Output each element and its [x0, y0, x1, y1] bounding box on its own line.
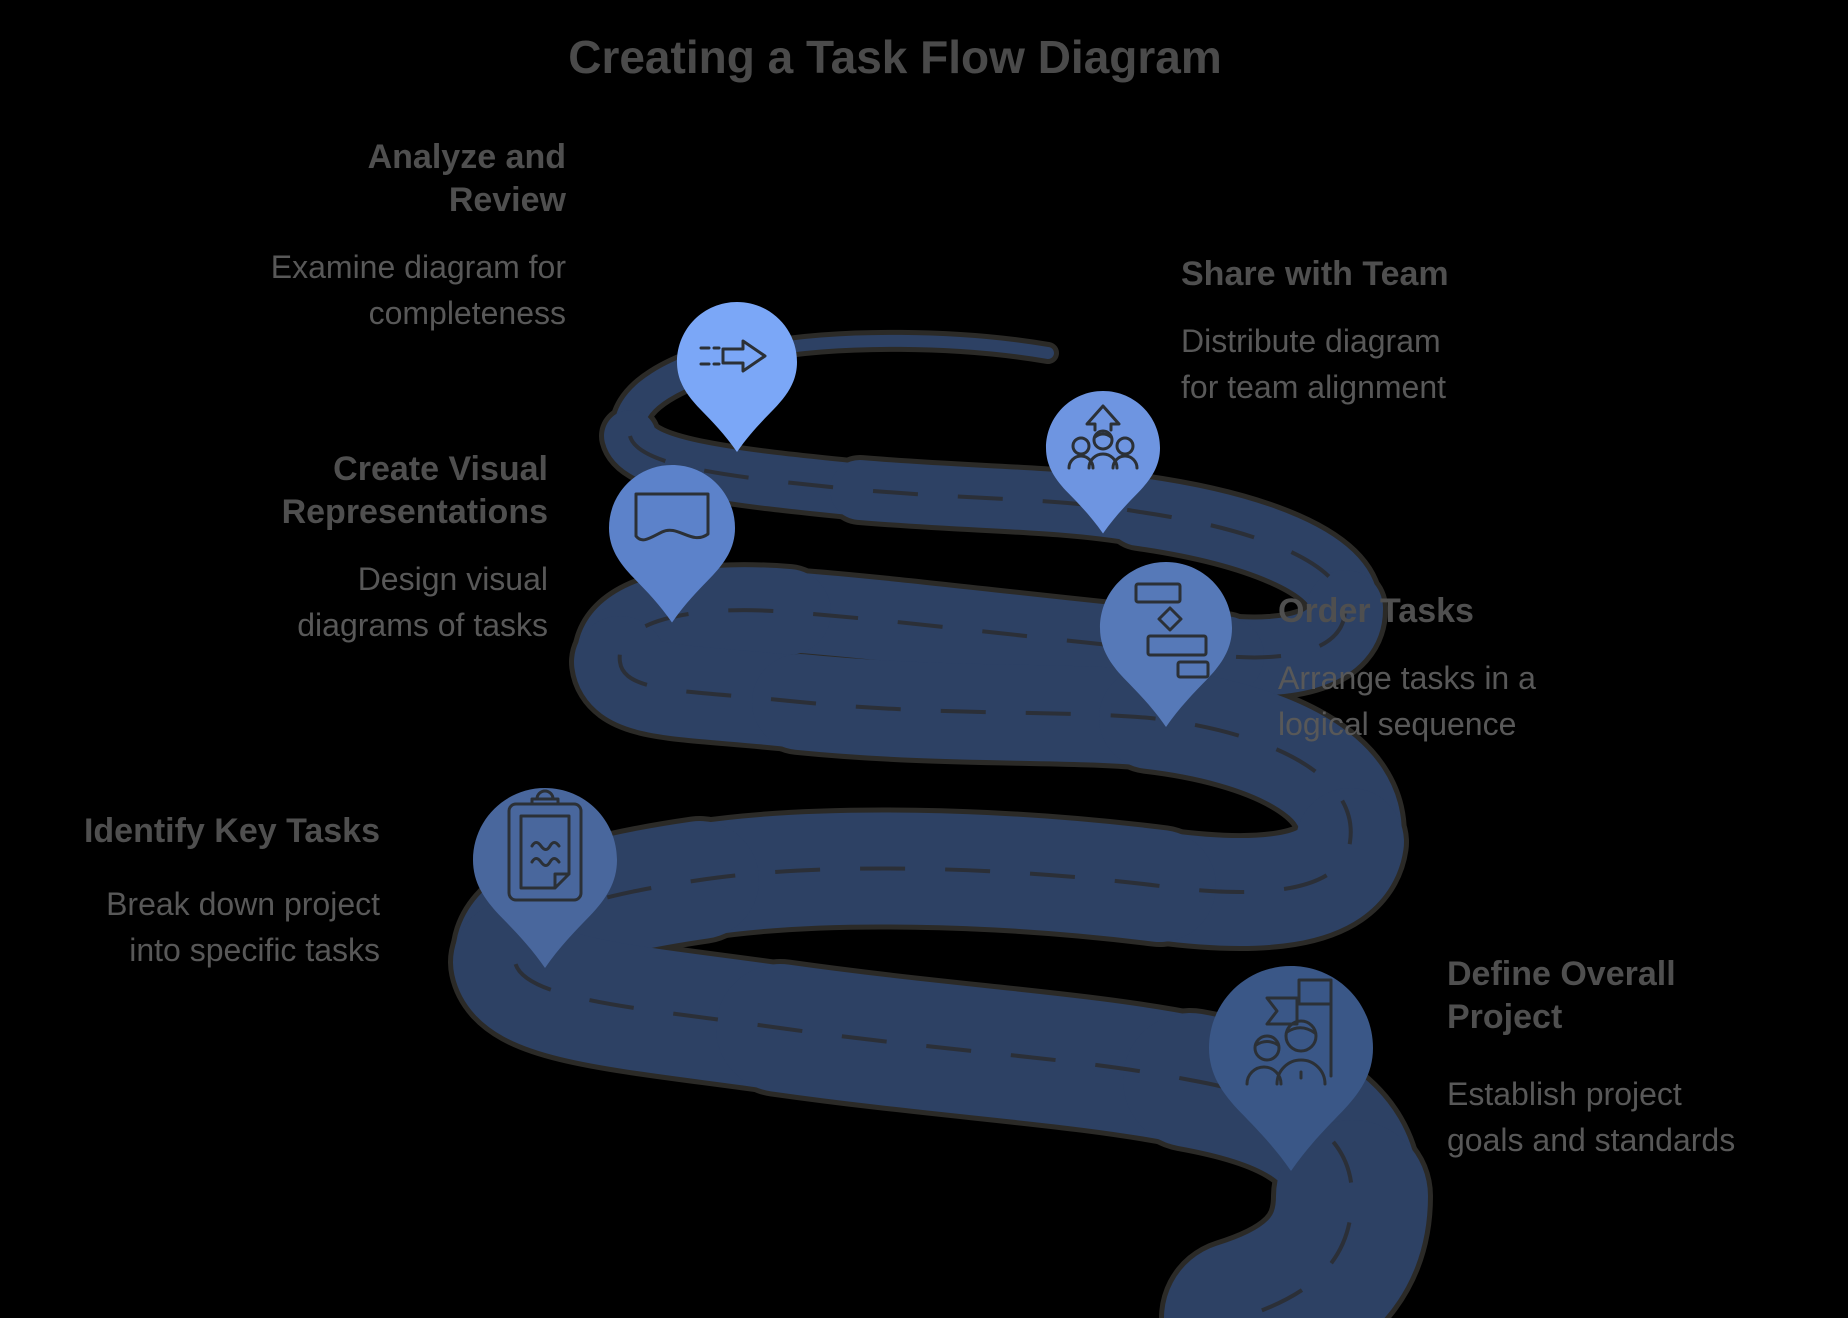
step-order-tasks: Order Tasks Arrange tasks in a logical s…	[1278, 590, 1668, 747]
team-up-arrow-icon	[1067, 404, 1139, 470]
step-create-visual: Create Visual Representations Design vis…	[148, 448, 548, 648]
step-description: Design visual diagrams of tasks	[297, 560, 548, 643]
pin-define-overall-project	[1209, 966, 1373, 1171]
step-analyze-review: Analyze and Review Examine diagram for c…	[166, 136, 566, 336]
road-center-dashes	[512, 435, 1355, 1318]
pin-analyze-review	[677, 302, 797, 452]
step-description: Break down project into specific tasks	[106, 885, 380, 968]
step-heading: Order Tasks	[1278, 592, 1474, 630]
step-description: Arrange tasks in a logical sequence	[1278, 659, 1536, 742]
dashed-arrow-right-icon	[699, 339, 767, 373]
pin-order-tasks	[1100, 562, 1232, 727]
step-description: Distribute diagram for team alignment	[1181, 322, 1447, 405]
step-define-overall-project: Define Overall Project Establish project…	[1447, 953, 1839, 1163]
step-description: Examine diagram for completeness	[270, 248, 566, 331]
step-identify-key-tasks: Identify Key Tasks Break down project in…	[28, 810, 380, 973]
page-title: Creating a Task Flow Diagram	[568, 31, 1222, 83]
document-wave-icon	[634, 492, 710, 542]
clipboard-icon	[507, 789, 583, 902]
sequence-blocks-icon	[1134, 582, 1210, 679]
step-heading: Create Visual Representations	[281, 450, 548, 531]
step-heading: Analyze and Review	[367, 138, 566, 219]
step-share-with-team: Share with Team Distribute diagram for t…	[1181, 253, 1571, 410]
pin-share-with-team	[1046, 391, 1160, 534]
goal-flag-team-icon	[1245, 978, 1333, 1086]
step-heading: Share with Team	[1181, 255, 1449, 293]
pin-create-visual	[609, 465, 735, 623]
step-heading: Identify Key Tasks	[83, 812, 380, 850]
step-description: Establish project goals and standards	[1447, 1075, 1736, 1158]
step-heading: Define Overall Project	[1447, 955, 1676, 1036]
pin-identify-key-tasks	[473, 788, 617, 968]
